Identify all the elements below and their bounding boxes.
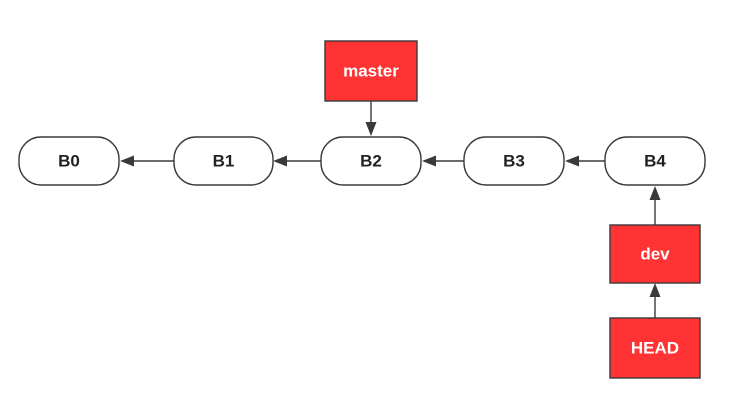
commit-node-b1: B1 (173, 136, 274, 186)
commit-node-b4: B4 (604, 136, 706, 186)
commit-label-b2: B2 (360, 152, 382, 171)
edge-head-to-dev (649, 283, 661, 318)
edge-b2-to-b1 (273, 155, 321, 167)
edges (120, 101, 661, 318)
edge-master-to-b2 (365, 101, 377, 136)
commit-node-b2: B2 (320, 136, 422, 186)
ref-label-head: HEAD (631, 339, 679, 358)
commit-label-b1: B1 (213, 152, 235, 171)
edge-dev-to-b4 (649, 186, 661, 225)
ref-box-head: HEAD (609, 317, 701, 379)
ref-box-dev: dev (609, 224, 701, 284)
commit-node-b3: B3 (463, 136, 565, 186)
commit-label-b0: B0 (58, 152, 80, 171)
commit-node-b0: B0 (18, 136, 120, 186)
edge-b3-to-b2 (422, 155, 464, 167)
edge-b4-to-b3 (565, 155, 605, 167)
ref-box-master: master (324, 40, 418, 102)
edge-b1-to-b0 (120, 155, 174, 167)
ref-label-dev: dev (640, 245, 670, 264)
ref-label-master: master (343, 62, 399, 81)
commit-label-b4: B4 (644, 152, 666, 171)
commit-label-b3: B3 (503, 152, 525, 171)
